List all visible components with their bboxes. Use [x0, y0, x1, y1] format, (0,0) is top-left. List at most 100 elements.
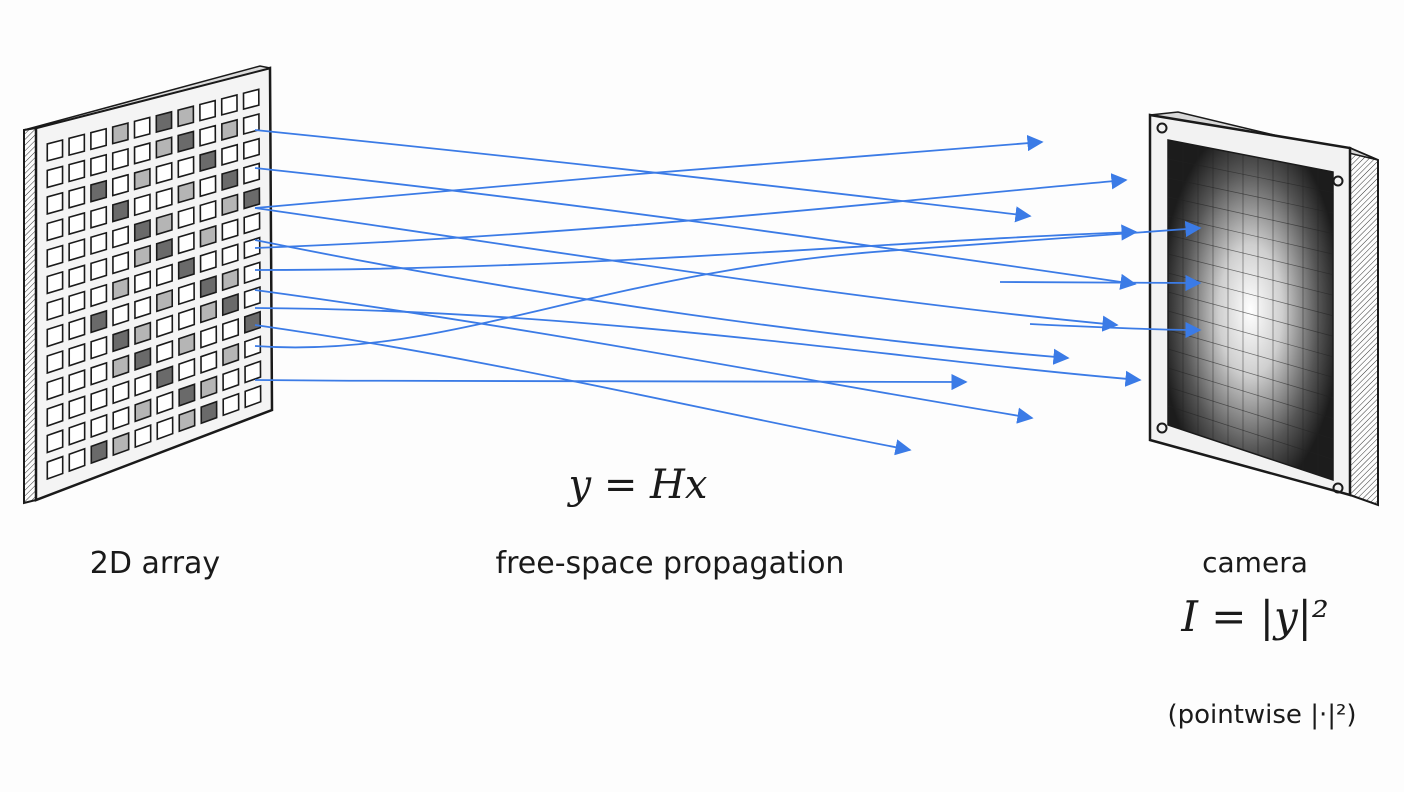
- pixel-cell: [68, 211, 86, 236]
- pixel-cell: [156, 314, 174, 338]
- pixel-cell: [242, 88, 260, 111]
- pixel-cell: [244, 360, 262, 384]
- pixel-cell: [90, 205, 108, 229]
- ray: [254, 289, 1034, 424]
- pixel-cell: [155, 187, 173, 210]
- pixel-cell: [243, 187, 261, 210]
- pixel-cell: [68, 342, 86, 367]
- pixel-cell: [46, 165, 64, 189]
- pixel-cell: [46, 244, 64, 269]
- ray: [254, 173, 1128, 249]
- pixel-cell: [155, 136, 173, 159]
- pixel-cell: [199, 275, 217, 299]
- pixel-cell: [46, 376, 64, 401]
- pixel-cell: [68, 238, 86, 262]
- pixel-cell: [199, 99, 217, 122]
- pixel-cell: [134, 398, 152, 423]
- pixel-cell: [68, 290, 86, 315]
- pixel-cell: [178, 332, 196, 357]
- screw-icon: [1156, 122, 1168, 134]
- pixel-cell: [178, 383, 196, 407]
- pixel-cell: [46, 138, 64, 162]
- ray: [254, 220, 1202, 349]
- screw-icon: [1332, 482, 1344, 494]
- pixel-cell: [134, 372, 152, 397]
- pixel-cell: [90, 387, 108, 412]
- pixel-cell: [133, 193, 151, 217]
- pixel-cell: [199, 149, 217, 173]
- pixel-cell: [221, 143, 239, 167]
- pixel-cell: [177, 130, 195, 153]
- pixel-cell: [90, 309, 108, 334]
- pixel-cell: [46, 270, 64, 295]
- ray: [254, 373, 968, 391]
- pointwise-note: (pointwise |·|²): [1167, 700, 1357, 730]
- pixel-cell: [46, 349, 64, 375]
- pixel-cell: [46, 218, 64, 242]
- pixel-cell: [46, 191, 64, 215]
- pixel-cell: [199, 124, 217, 147]
- pixel-cell: [134, 424, 152, 449]
- pixel-cell: [46, 323, 64, 348]
- pixel-cell: [221, 118, 238, 141]
- pixel-cell: [177, 155, 195, 179]
- pixel-cell: [200, 375, 218, 400]
- pixel-cell: [155, 263, 173, 287]
- pixel-cell: [134, 295, 152, 320]
- pixel-cell: [90, 127, 107, 151]
- pixel-cell: [221, 193, 239, 217]
- pixel-cell: [177, 256, 195, 280]
- pixel-cell: [156, 416, 174, 441]
- camera-label: camera: [1202, 546, 1308, 579]
- pixel-cell: [112, 225, 130, 249]
- pixel-cell: [68, 369, 86, 394]
- camera-sensor-icon: [1148, 111, 1379, 507]
- sensor-grid-line: [1167, 177, 1334, 214]
- pixel-cell: [200, 400, 218, 425]
- pixel-cell: [68, 395, 86, 420]
- ray: [254, 224, 1138, 271]
- pixel-cell: [177, 282, 195, 306]
- pixel-cell: [221, 243, 239, 267]
- pixel-array-icon: [23, 65, 274, 505]
- pixel-cell: [177, 180, 195, 204]
- ray: [254, 307, 1142, 387]
- sensor-grid-line: [1167, 405, 1334, 460]
- pixel-cell: [221, 268, 239, 292]
- pixel-cell: [133, 142, 151, 165]
- pixel-cell: [68, 264, 86, 288]
- pixel-cell: [111, 173, 129, 197]
- pixel-cell: [134, 270, 152, 294]
- pixel-cell: [90, 361, 108, 386]
- pixel-cell: [90, 257, 108, 282]
- screw-icon: [1332, 175, 1344, 187]
- pixel-cell: [220, 93, 238, 116]
- pixel-cell: [222, 317, 240, 342]
- pixel-cell: [68, 447, 86, 473]
- pixel-cell: [243, 211, 261, 235]
- pixel-cell: [200, 350, 218, 374]
- pixel-cell: [46, 429, 64, 454]
- pixel-cell: [90, 413, 108, 439]
- pixel-cell: [90, 153, 108, 177]
- pixel-cell: [178, 408, 196, 433]
- pixel-cell: [156, 288, 174, 313]
- pixel-cell: [178, 307, 196, 331]
- pixel-cell: [221, 218, 239, 242]
- propagation-label: free-space propagation: [495, 546, 845, 581]
- intensity-equation: I = |y|²: [1181, 592, 1329, 641]
- pixel-cell: [112, 251, 130, 275]
- pixel-cell: [68, 159, 86, 183]
- pixel-cell: [243, 261, 261, 285]
- ray: [254, 167, 1137, 290]
- pixel-cell: [90, 231, 108, 256]
- pixel-cell: [112, 328, 130, 353]
- ray: [1029, 321, 1202, 339]
- pixel-cell: [133, 116, 151, 139]
- pixel-cell: [111, 147, 129, 171]
- pixel-cell: [199, 250, 217, 274]
- ray: [254, 207, 1119, 332]
- sensor-grid-line: [1167, 196, 1334, 234]
- pixel-cell: [46, 455, 64, 481]
